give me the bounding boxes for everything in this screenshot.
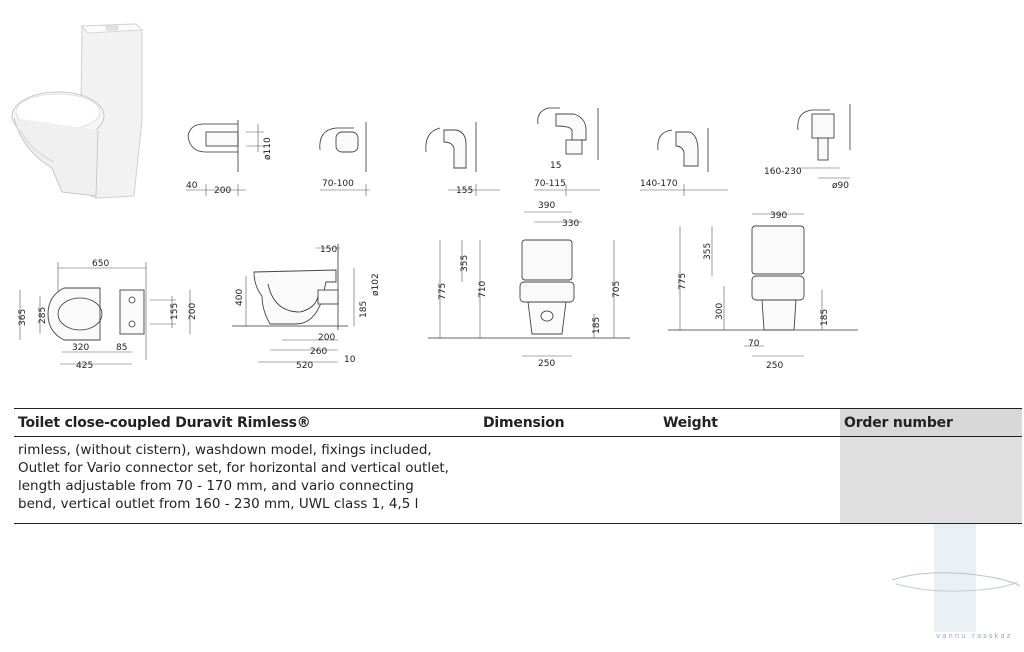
dim-label: 285 bbox=[38, 307, 48, 324]
description-line: rimless, (without cistern), washdown mod… bbox=[18, 442, 432, 458]
dim-label: 85 bbox=[116, 343, 127, 353]
description-line: length adjustable from 70 - 170 mm, and … bbox=[18, 478, 414, 494]
weight-header: Weight bbox=[663, 414, 718, 431]
outlet-variant-5: 140-170 bbox=[640, 128, 728, 196]
outlet-variant-2: 70-100 bbox=[319, 122, 370, 196]
side-view-drawing: 390 775 355 300 185 70 250 bbox=[668, 211, 858, 371]
dim-label: 200 bbox=[214, 186, 231, 196]
spec-table-row: rimless, (without cistern), washdown mod… bbox=[14, 437, 1022, 524]
watermark-text: vannu rasskaz bbox=[936, 632, 1012, 640]
dim-label: 775 bbox=[438, 283, 448, 300]
dim-label: 330 bbox=[562, 219, 579, 229]
dim-label: 15 bbox=[550, 161, 561, 171]
outlet-variant-4: 15 70-115 bbox=[534, 107, 600, 196]
watermark-logo: vannu rasskaz bbox=[891, 524, 1021, 640]
dim-label: 155 bbox=[170, 303, 180, 320]
dim-label: 320 bbox=[72, 343, 89, 353]
dim-label: 400 bbox=[235, 289, 245, 306]
dim-label: ø90 bbox=[832, 181, 849, 191]
dim-label: 260 bbox=[310, 347, 327, 357]
toilet-product-image bbox=[11, 23, 143, 199]
dim-label: 70-100 bbox=[322, 179, 354, 189]
front-view-drawing: 390 330 775 355 710 705 185 250 bbox=[428, 201, 630, 369]
dim-label: 650 bbox=[92, 259, 109, 269]
dim-label: 70-115 bbox=[534, 179, 566, 189]
dim-label: 200 bbox=[318, 333, 335, 343]
spec-table: Toilet close-coupled Duravit Rimless® Di… bbox=[14, 408, 1022, 524]
dim-label: 70 bbox=[748, 339, 760, 349]
dimension-header: Dimension bbox=[483, 414, 565, 431]
dim-label: 10 bbox=[344, 355, 356, 365]
order-number-cell bbox=[840, 437, 1022, 523]
dim-label: 520 bbox=[296, 361, 313, 371]
dim-label: 150 bbox=[320, 245, 337, 255]
dim-label: 705 bbox=[612, 281, 622, 298]
dim-label: 300 bbox=[715, 303, 725, 320]
plan-view-drawing: 650 365 285 155 200 320 85 425 bbox=[18, 259, 198, 371]
order-number-header: Order number bbox=[840, 409, 1022, 436]
dim-label: 710 bbox=[478, 281, 488, 298]
product-title-header: Toilet close-coupled Duravit Rimless® bbox=[18, 414, 311, 431]
dim-label: 355 bbox=[703, 243, 713, 260]
dim-label: 425 bbox=[76, 361, 93, 371]
technical-drawings: 40 200 ø110 70-100 155 15 70-115 bbox=[11, 23, 858, 371]
dim-label: 155 bbox=[456, 186, 473, 196]
order-number-header-label: Order number bbox=[844, 414, 953, 431]
dim-label: 160-230 bbox=[764, 167, 802, 177]
dim-label: 185 bbox=[359, 301, 369, 318]
outlet-variant-6: 160-230 ø90 bbox=[764, 104, 851, 191]
dim-label: 185 bbox=[592, 317, 602, 334]
dim-label: ø102 bbox=[371, 273, 381, 296]
product-description: rimless, (without cistern), washdown mod… bbox=[14, 437, 840, 523]
dim-label: 40 bbox=[186, 181, 198, 191]
description-line: Outlet for Vario connector set, for hori… bbox=[18, 460, 449, 476]
outlet-variant-3: 155 bbox=[425, 122, 500, 196]
dim-label: 355 bbox=[460, 255, 470, 272]
dim-label: 390 bbox=[538, 201, 555, 211]
dim-label: 390 bbox=[770, 211, 787, 221]
spec-table-header: Toilet close-coupled Duravit Rimless® Di… bbox=[14, 408, 1022, 437]
dim-label: 250 bbox=[538, 359, 555, 369]
outlet-variant-1: 40 200 ø110 bbox=[186, 120, 273, 196]
dim-label: 140-170 bbox=[640, 179, 678, 189]
dim-label: 775 bbox=[678, 273, 688, 290]
dim-label: 185 bbox=[820, 309, 830, 326]
description-line: bend, vertical outlet from 160 - 230 mm,… bbox=[18, 496, 419, 512]
dim-label: ø110 bbox=[263, 137, 273, 160]
section-view-drawing: 150 400 ø102 185 200 260 520 10 bbox=[232, 244, 381, 371]
dim-label: 250 bbox=[766, 361, 783, 371]
dim-label: 365 bbox=[18, 309, 28, 326]
dim-label: 200 bbox=[188, 303, 198, 320]
